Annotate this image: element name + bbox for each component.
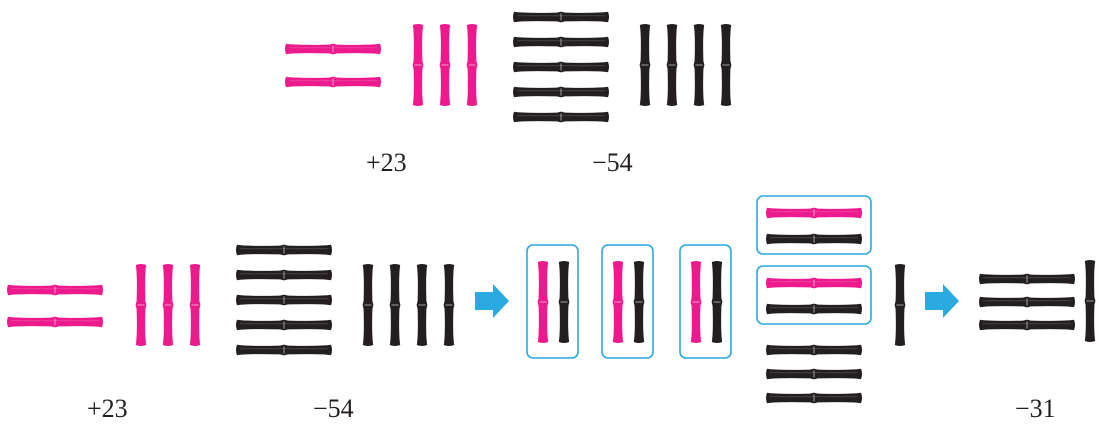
zero-pair-positive-one-rod (612, 261, 624, 343)
row1-positive-ten-rod (285, 43, 381, 55)
row1-positive-one-rod (412, 24, 424, 106)
result-negative-one-rod (1084, 260, 1096, 342)
remaining-negative-ten-rod (766, 392, 862, 404)
remaining-negative-ten-rod (766, 368, 862, 380)
result-negative-ten-rod (979, 296, 1075, 308)
row1-negative-one-rod (666, 24, 678, 106)
row1-positive-one-rod (466, 24, 478, 106)
row1-positive-one-rod (439, 24, 451, 106)
row1-negative-label: −54 (592, 148, 633, 177)
row1-negative-ten-rod (513, 111, 609, 123)
row1-positive-label: +23 (366, 148, 407, 177)
zero-pair-positive-one-rod (690, 261, 702, 343)
row2-negative-one-rod (443, 264, 455, 346)
zero-pair-negative-ten-rod (766, 233, 862, 245)
result-label: −31 (1015, 394, 1056, 423)
row2-negative-ten-rod (236, 269, 332, 281)
zero-pair-tens-box (756, 265, 872, 325)
row1-negative-one-rod (720, 24, 732, 106)
zero-pair-positive-ten-rod (766, 277, 862, 289)
right-arrow-icon (475, 284, 509, 318)
row2-negative-one-rod (362, 264, 374, 346)
right-arrow-icon (925, 284, 959, 318)
arrows-layer (475, 284, 959, 318)
row1-negative-ten-rod (513, 36, 609, 48)
row2-negative-ten-rod (236, 344, 332, 356)
row2-negative-ten-rod (236, 294, 332, 306)
zero-pair-ones-box (601, 244, 654, 359)
zero-pair-negative-ten-rod (766, 303, 862, 315)
row1-negative-one-rod (639, 24, 651, 106)
row2-negative-one-rod (416, 264, 428, 346)
result-negative-ten-rod (979, 273, 1075, 285)
zero-pair-negative-one-rod (633, 261, 645, 343)
remaining-negative-ten-rod (766, 344, 862, 356)
row2-negative-label: −54 (313, 394, 354, 423)
row2-positive-one-rod (135, 264, 147, 346)
row1-negative-ten-rod (513, 61, 609, 73)
row2-positive-label: +23 (87, 394, 128, 423)
zero-pair-positive-ten-rod (766, 207, 862, 219)
row1-positive-ten-rod (285, 76, 381, 88)
row1-negative-one-rod (693, 24, 705, 106)
zero-pair-ones-box (679, 244, 732, 359)
row2-positive-one-rod (162, 264, 174, 346)
zero-pair-boxes (526, 195, 872, 359)
row2-negative-ten-rod (236, 244, 332, 256)
row2-positive-ten-rod (7, 284, 103, 296)
row2-positive-ten-rod (7, 316, 103, 328)
row1-negative-ten-rod (513, 11, 609, 23)
row2-negative-ten-rod (236, 319, 332, 331)
zero-pair-positive-one-rod (537, 261, 549, 343)
row2-positive-one-rod (189, 264, 201, 346)
zero-pair-negative-one-rod (711, 261, 723, 343)
result-negative-ten-rod (979, 319, 1075, 331)
row2-negative-one-rod (389, 264, 401, 346)
zero-pair-tens-box (756, 195, 872, 255)
remaining-negative-one-rod (894, 264, 906, 346)
row1-negative-ten-rod (513, 86, 609, 98)
zero-pair-ones-box (526, 244, 579, 359)
zero-pair-negative-one-rod (558, 261, 570, 343)
rods-layer (7, 11, 1096, 404)
